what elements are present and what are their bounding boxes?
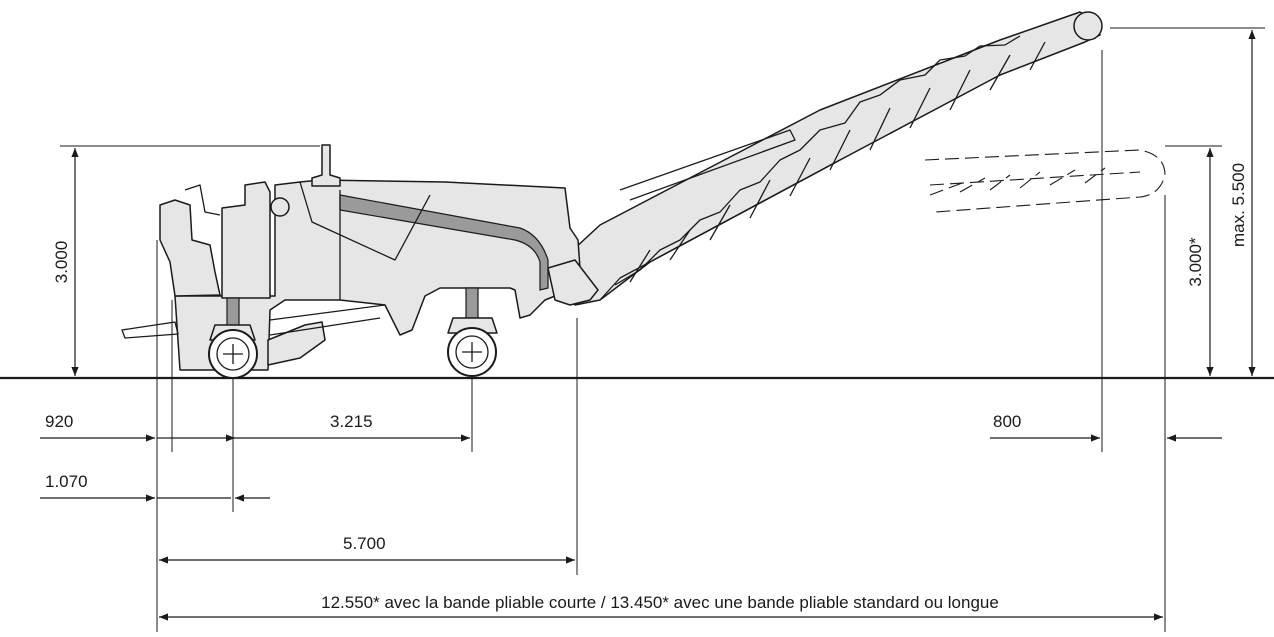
operator-platform — [159, 199, 221, 297]
dimension-lines — [40, 30, 1256, 621]
conveyor-offset-label: 800 — [993, 412, 1021, 431]
height-machine-label: 3.000 — [52, 241, 71, 284]
milling-drum-housing — [267, 321, 326, 366]
length-machine-label: 5.700 — [343, 534, 386, 553]
wheelbase-label: 3.215 — [330, 412, 373, 431]
height-conveyor-folded-label: 3.000* — [1186, 237, 1205, 287]
rear-track-wheel — [447, 287, 498, 377]
front-to-axle-label: 1.070 — [45, 472, 88, 491]
front-overhang-label: 920 — [45, 412, 73, 431]
total-length-label: 12.550* avec la bande pliable courte / 1… — [321, 593, 999, 612]
height-conveyor-max-label: max. 5.500 — [1229, 163, 1248, 247]
cold-milling-machine — [121, 11, 1166, 379]
conveyor-lowered-outline — [924, 149, 1166, 213]
discharge-conveyor — [559, 11, 1103, 306]
extension-lines — [60, 27, 1265, 632]
